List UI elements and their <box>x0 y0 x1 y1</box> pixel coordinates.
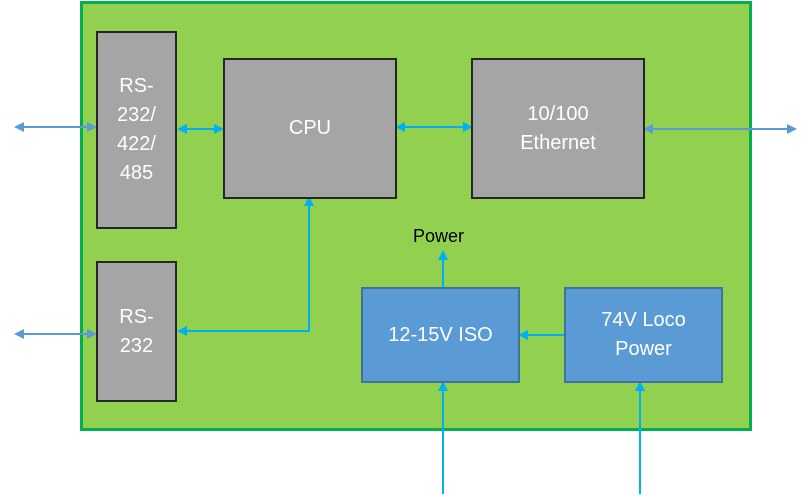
loco-power-block: 74V Loco Power <box>564 287 723 383</box>
rs232-block: RS- 232 <box>96 261 177 402</box>
loco-power-label: 74V Loco Power <box>601 309 686 360</box>
rs232-422-485-label: RS- 232/ 422/ 485 <box>117 75 156 184</box>
ethernet-block: 10/100 Ethernet <box>471 58 645 199</box>
iso-supply-label: 12-15V ISO <box>388 323 493 346</box>
iso-supply-block: 12-15V ISO <box>361 287 520 383</box>
rs232-422-485-block: RS- 232/ 422/ 485 <box>96 31 177 229</box>
cpu-label: CPU <box>288 117 332 139</box>
power-output-label: Power <box>413 226 465 246</box>
rs232-cpu-arrow <box>177 196 314 336</box>
rs232-label: RS- 232 <box>119 305 154 357</box>
ethernet-label: 10/100 Ethernet <box>520 102 596 154</box>
cpu-block: CPU <box>223 58 397 199</box>
